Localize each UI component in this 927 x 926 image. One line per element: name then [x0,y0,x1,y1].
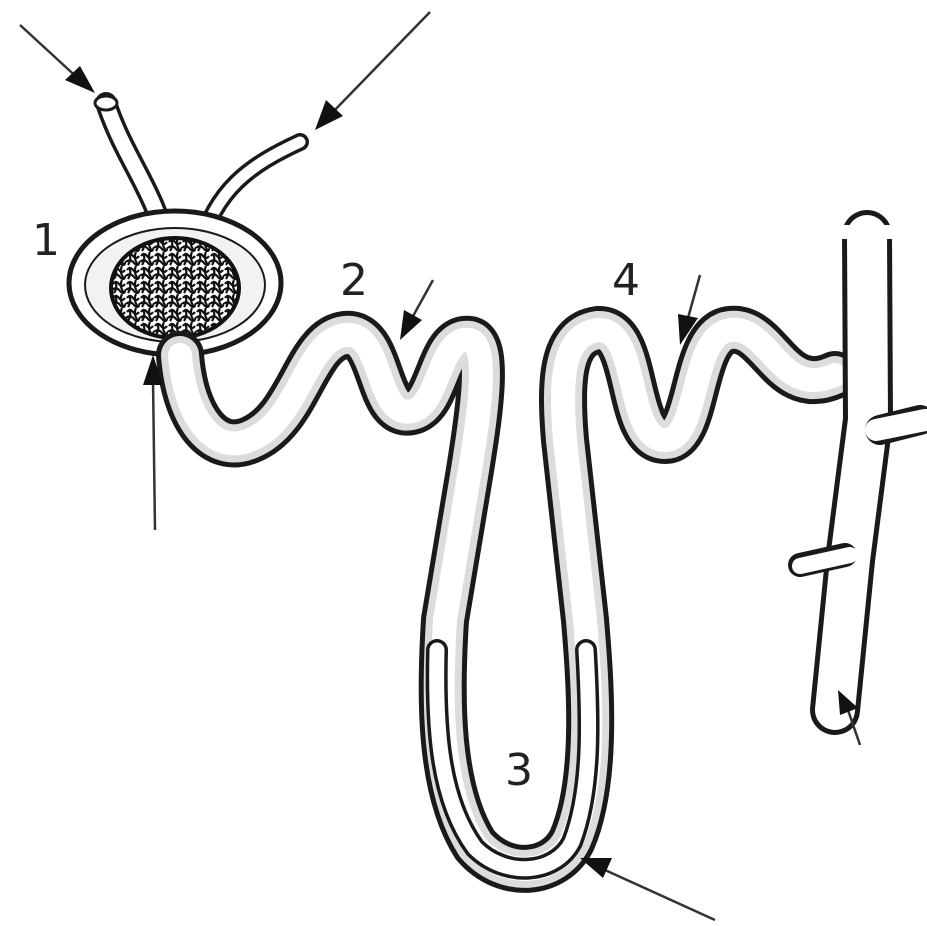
arrow-efferent [315,12,430,130]
label-2: 2 [340,255,368,306]
arrow-afferent [20,25,95,93]
label-3: 3 [505,745,533,796]
arrow-capsule [143,355,163,530]
arrow-loop [580,858,715,920]
label-1: 1 [32,215,60,266]
collecting-duct [800,225,925,710]
arrow-proximal [400,280,433,340]
glomerulus [111,238,239,338]
label-4: 4 [612,255,640,306]
